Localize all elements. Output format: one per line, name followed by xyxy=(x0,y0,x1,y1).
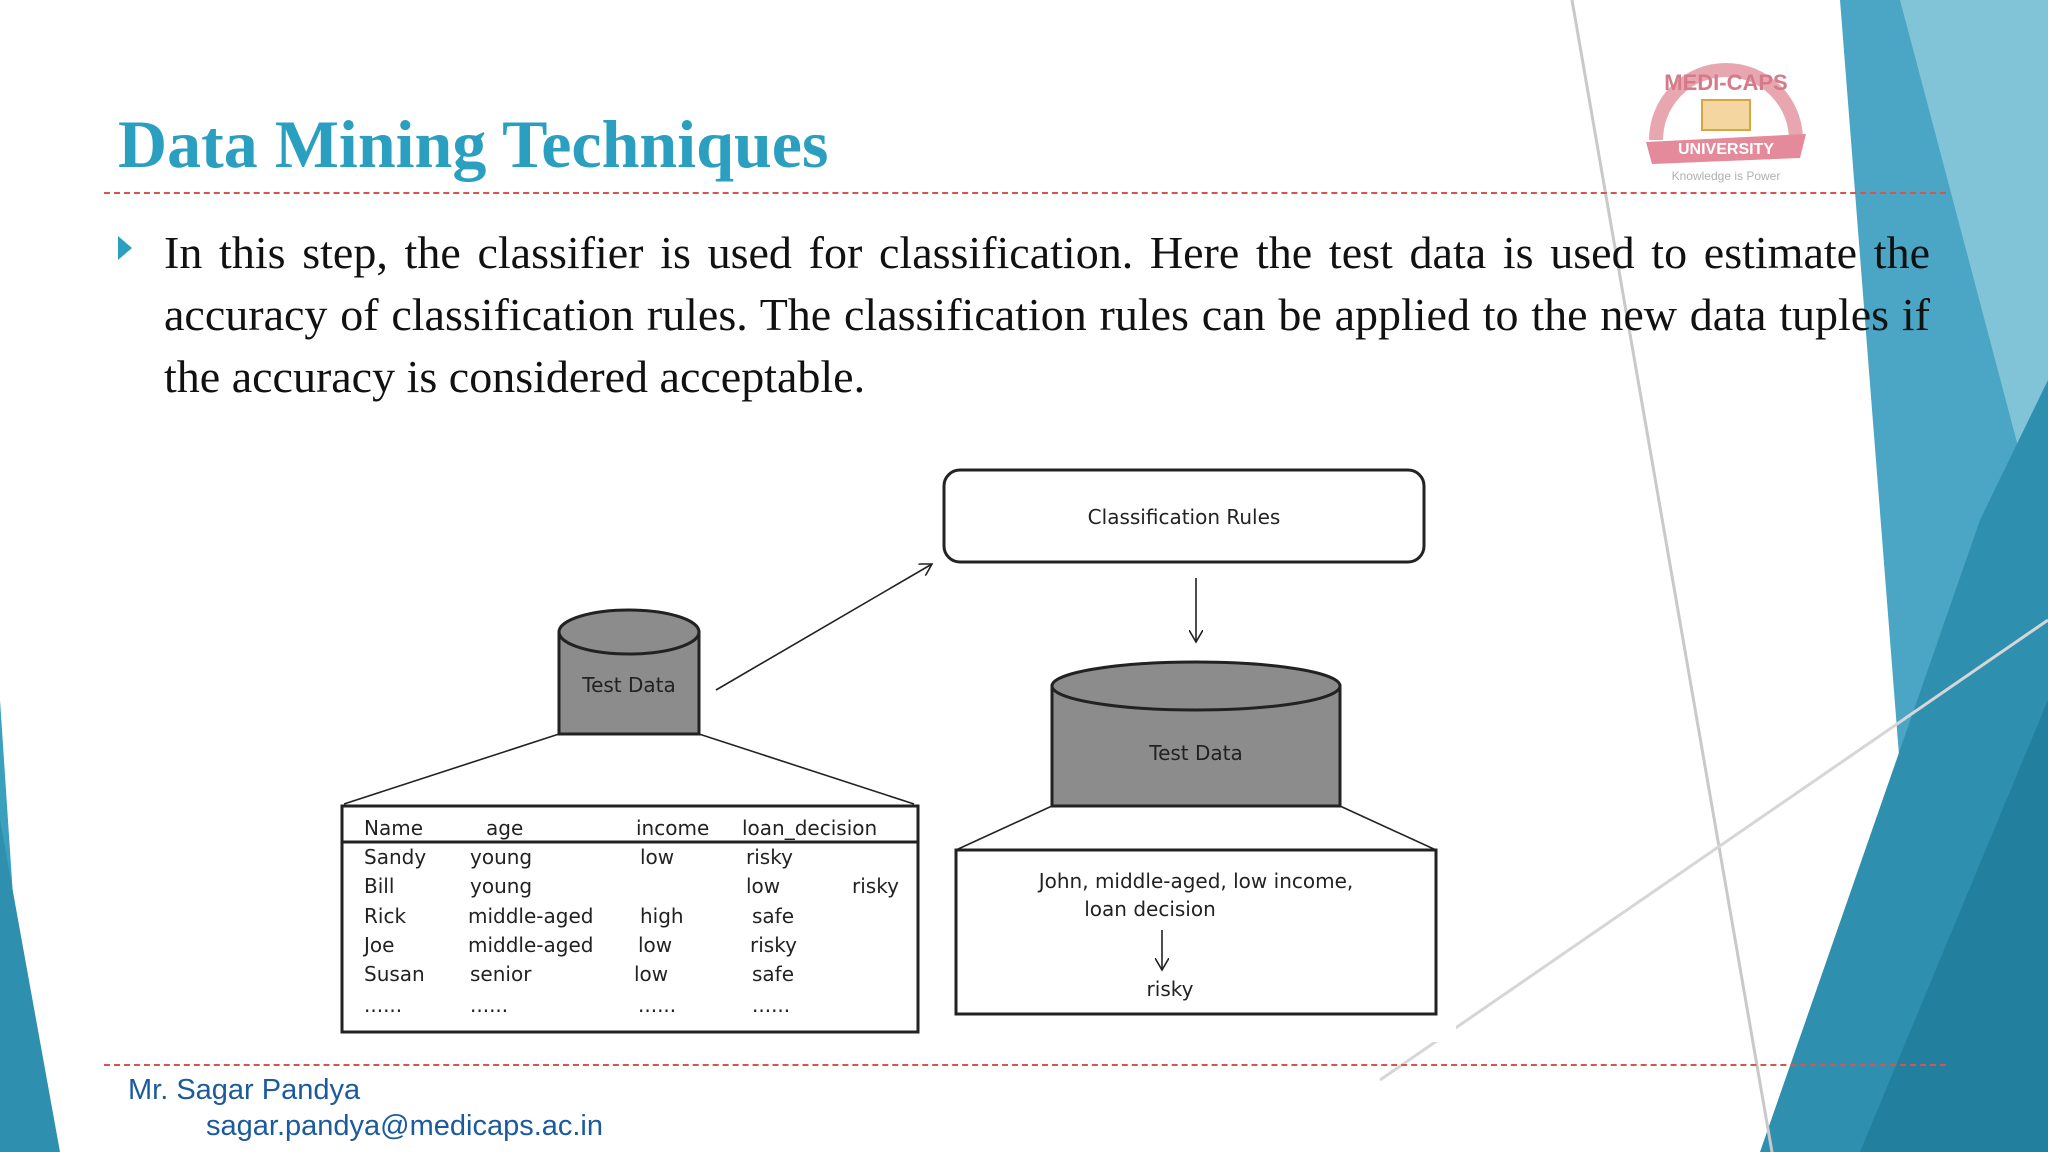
table-cell: low xyxy=(640,845,674,869)
table-cell: high xyxy=(640,904,684,928)
bullet-point: In this step, the classifier is used for… xyxy=(118,222,1930,408)
table-cell: safe xyxy=(752,962,794,986)
classification-diagram: Test Data Classification Rules Test Data… xyxy=(264,430,1456,1042)
title-divider xyxy=(104,192,1946,194)
table-cell: low xyxy=(746,874,780,898)
table-cell: middle-aged xyxy=(468,933,593,957)
table-cell: risky xyxy=(750,933,797,957)
table-cell: young xyxy=(470,874,532,898)
table-cell: risky xyxy=(746,845,793,869)
table-header: income xyxy=(636,816,709,840)
fan-line xyxy=(698,733,915,805)
left-cylinder-label: Test Data xyxy=(581,673,676,697)
fan-line xyxy=(1339,805,1437,851)
author-email: sagar.pandya@medicaps.ac.in xyxy=(206,1110,604,1142)
triangle-bullet-icon xyxy=(118,236,132,260)
table-cell: Bill xyxy=(364,874,394,898)
slide-title: Data Mining Techniques xyxy=(118,106,829,182)
svg-text:MEDI-CAPS: MEDI-CAPS xyxy=(1664,70,1787,95)
table-cell: middle-aged xyxy=(468,904,593,928)
test-data-cylinder-left: Test Data xyxy=(557,608,701,736)
table-cell: ...... xyxy=(364,993,402,1017)
table-cell: Susan xyxy=(364,962,425,986)
table-cell: risky xyxy=(852,874,899,898)
rules-box-label: Classification Rules xyxy=(1088,505,1281,529)
query-result-box: John, middle-aged, low income, loan deci… xyxy=(954,848,1438,1016)
test-data-cylinder-right: Test Data xyxy=(1050,660,1342,808)
fan-line xyxy=(955,805,1053,851)
table-cell: ...... xyxy=(470,993,508,1017)
result-label: risky xyxy=(1147,977,1194,1001)
classification-rules-box: Classification Rules xyxy=(942,468,1426,564)
test-data-table: Name age income loan_decision Sandy youn… xyxy=(340,804,920,1034)
table-cell: ...... xyxy=(752,993,790,1017)
table-cell: low xyxy=(634,962,668,986)
query-text-line2: loan decision xyxy=(1084,897,1216,921)
right-cylinder-label: Test Data xyxy=(1148,741,1243,765)
table-header: Name xyxy=(364,816,423,840)
table-header: age xyxy=(486,816,523,840)
table-cell: low xyxy=(638,933,672,957)
table-cell: Joe xyxy=(362,933,394,957)
svg-text:UNIVERSITY: UNIVERSITY xyxy=(1678,141,1774,158)
table-cell: Sandy xyxy=(364,845,426,869)
table-header: loan_decision xyxy=(742,816,877,840)
table-cell: Rick xyxy=(364,904,406,928)
university-logo: MEDI-CAPS UNIVERSITY Knowledge is Power xyxy=(1616,30,1836,190)
footer-divider xyxy=(104,1064,1946,1066)
fan-line xyxy=(343,733,560,805)
table-cell: safe xyxy=(752,904,794,928)
table-cell: senior xyxy=(470,962,532,986)
arrow-to-rules xyxy=(715,564,932,691)
table-cell: young xyxy=(470,845,532,869)
table-cell: ...... xyxy=(638,993,676,1017)
svg-text:Knowledge is Power: Knowledge is Power xyxy=(1672,169,1781,183)
author-name: Mr. Sagar Pandya xyxy=(128,1074,361,1106)
bullet-text: In this step, the classifier is used for… xyxy=(164,227,1930,402)
query-text-line1: John, middle-aged, low income, xyxy=(1037,869,1354,893)
